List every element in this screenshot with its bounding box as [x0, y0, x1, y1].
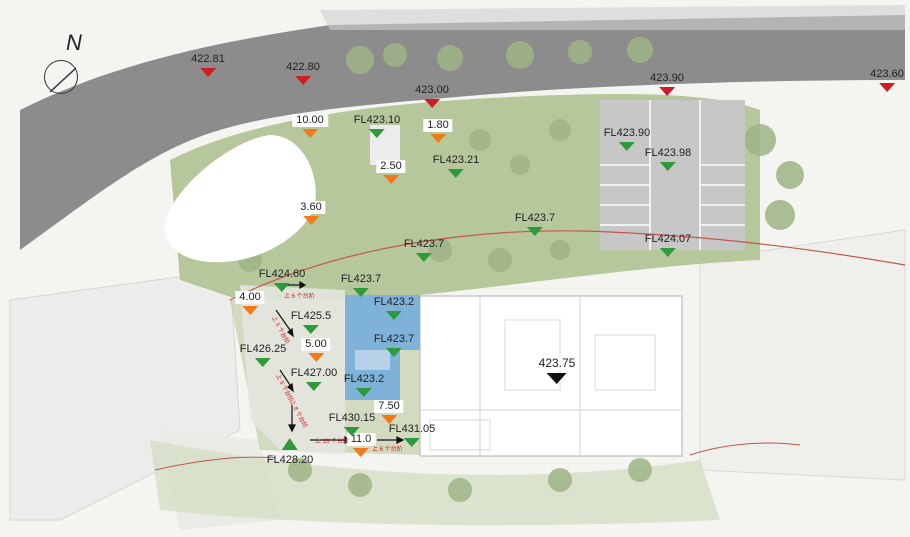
floor-level-marker: FL423.7 [402, 234, 446, 262]
height-marker: 11.0 [346, 429, 376, 457]
floor-level-marker: FL423.7 [372, 329, 416, 357]
stair-note: 上 13 个台阶 [315, 439, 350, 445]
building-level-marker: 423.75 [536, 354, 578, 384]
height-marker: 2.50 [376, 156, 406, 184]
road-level-marker: 423.90 [648, 68, 686, 96]
floor-level-marker: FL423.7 [513, 208, 557, 236]
floor-level-marker: FL424.60 [257, 264, 307, 292]
height-marker: 4.00 [235, 287, 265, 315]
stair-note: 上 6 个台阶 [284, 294, 315, 300]
height-marker: 3.60 [296, 197, 326, 225]
property-line [229, 230, 906, 301]
pool [345, 295, 420, 400]
floor-level-marker: FL427.00 [289, 363, 339, 391]
road-level-marker: 422.81 [189, 49, 227, 77]
floor-level-marker: FL423.90 [602, 123, 652, 151]
stair-note: 上 6 个台阶 [372, 447, 403, 453]
floor-level-marker: FL430.15 [327, 408, 377, 436]
floor-level-marker: FL425.5 [289, 306, 333, 334]
floor-level-marker: FL423.7 [339, 269, 383, 297]
floor-level-marker: FL423.2 [342, 369, 386, 397]
floor-level-marker: FL423.10 [352, 110, 402, 138]
compass-needle-icon [49, 67, 77, 93]
road-level-marker: 423.60 [868, 64, 906, 92]
height-marker: 5.00 [301, 334, 331, 362]
floor-level-marker: FL424.07 [643, 229, 693, 257]
road [20, 15, 905, 250]
floor-level-marker: FL426.25 [238, 339, 288, 367]
height-marker: 1.80 [423, 115, 453, 143]
north-label: N [66, 30, 82, 55]
height-marker: 10.00 [292, 110, 328, 138]
floor-level-marker: FL428.20 [265, 437, 315, 468]
floor-level-marker: FL431.05 [387, 419, 437, 447]
floor-level-marker: FL423.98 [643, 143, 693, 171]
compass-icon [44, 60, 78, 94]
road-level-marker: 422.80 [284, 57, 322, 85]
north-arrow: N [40, 30, 90, 100]
road-level-marker: 423.00 [413, 80, 451, 108]
floor-level-marker: FL423.2 [372, 292, 416, 320]
height-marker: 7.50 [374, 396, 404, 424]
neighbor-building [164, 135, 316, 263]
floor-level-marker: FL423.21 [431, 150, 481, 178]
